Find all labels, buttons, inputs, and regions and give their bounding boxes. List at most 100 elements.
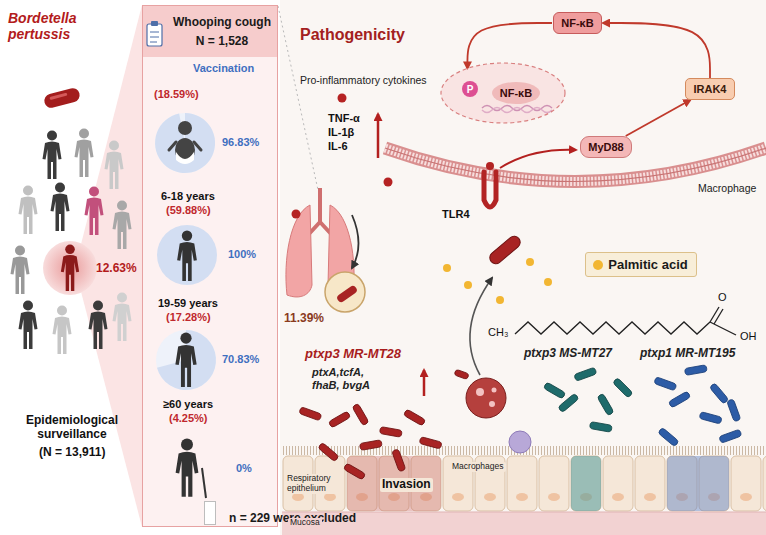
protein-name: MyD88 [588, 141, 623, 153]
epithelium [347, 456, 441, 511]
palmitic-dots [443, 258, 552, 304]
crowd-figures [89, 301, 108, 350]
mt27-bacteria [597, 393, 614, 416]
age-figures [194, 142, 201, 150]
receptor-name: TLR4 [442, 208, 470, 221]
cytokine-dots [338, 94, 347, 103]
percent-label: 70.83% [222, 353, 259, 366]
lungs [286, 188, 365, 312]
mt195-bacteria [727, 399, 741, 422]
vaccination-pie [155, 113, 215, 173]
compound-dot [593, 260, 603, 270]
palmitic-dots [443, 264, 451, 272]
count-label: N = 1,528 [167, 34, 277, 48]
pathway-arrow [467, 23, 552, 68]
percent-label: 100% [228, 248, 256, 261]
lungs [286, 205, 312, 297]
cytokine-name: IL-1β [328, 126, 354, 139]
mt27-bacteria [613, 378, 634, 399]
mt195-bacteria [654, 377, 677, 391]
cytokine-dots [384, 178, 393, 187]
mt27-bacteria [543, 367, 633, 432]
cell-name: Macrophage [698, 182, 756, 194]
crowd-figures [75, 129, 94, 178]
age-label: ≥60 years [163, 398, 213, 411]
palmitic-structure [710, 307, 719, 322]
crowd-figures [43, 131, 62, 180]
clipboard-icon [151, 21, 158, 26]
compound-box: Palmitic acid [585, 252, 697, 277]
crowd-figures [19, 186, 38, 235]
protein-name: IRAK4 [693, 83, 726, 95]
cytokine-dots [292, 210, 301, 219]
epithelium [571, 456, 601, 511]
crowd-figures [43, 241, 97, 295]
age-figures [176, 152, 194, 164]
palmitic-structure [515, 322, 710, 334]
nucleus-outline [441, 63, 565, 123]
vaccination-pie [157, 225, 217, 285]
crowd-figures [19, 301, 38, 350]
lungs [325, 272, 365, 312]
dying-macrophage [466, 378, 531, 453]
mt28-bacteria [403, 409, 426, 426]
cohort-panel-fill [142, 5, 278, 527]
protein-box: MyD88 [580, 136, 632, 158]
cohort-panel: Whooping coughN = 1,528n = 229 were excl… [142, 5, 278, 527]
mt27-bacteria [558, 393, 579, 413]
compound-name: Palmitic acid [608, 257, 687, 272]
mt28-bacteria [328, 411, 351, 428]
dying-macrophage [489, 401, 495, 407]
strain-name: ptxp3 MR-MT28 [305, 347, 401, 362]
vaccination-pie [157, 330, 216, 390]
tissue-name: Respiratory epithelium [285, 474, 341, 494]
palmitic-structure [710, 322, 736, 335]
percent-label: 11.39% [284, 312, 324, 326]
percent-label: 96.83% [222, 136, 259, 149]
protein-name: NF-κB [561, 17, 593, 29]
mt195-bacteria [668, 391, 691, 408]
clipboard-icon [147, 24, 162, 46]
tlr4-receptor [486, 162, 494, 170]
cell-membrane [385, 148, 766, 182]
increase-arrow [423, 370, 426, 396]
crowd-figures [51, 183, 70, 232]
percent-label: (18.59%) [154, 88, 199, 101]
pathway-arrow [603, 23, 710, 78]
cohort-panel-fill [142, 5, 278, 57]
cell-membrane [385, 148, 766, 182]
mt28-bacteria [359, 440, 382, 451]
crowd-figures [53, 306, 72, 355]
palmitic-dots [544, 278, 552, 286]
age-figures [177, 231, 197, 281]
percent-label: (4.25%) [169, 412, 208, 425]
caption-text: Epidemiological surveillance [7, 414, 137, 442]
phospho-mark: P [467, 84, 474, 95]
cytokine-name: TNF-α [328, 112, 360, 125]
mt28-bacteria [454, 369, 469, 379]
dying-macrophage [466, 378, 506, 418]
bacterium-icon [43, 87, 81, 110]
clipboard-icon [150, 37, 159, 38]
age-figures [169, 142, 176, 150]
epithelium [282, 512, 766, 535]
note-text: Pro-inflammatory cytokines [300, 74, 427, 86]
age-figures [176, 439, 199, 497]
protein-box: IRAK4 [685, 78, 735, 100]
clipboard-icon [150, 32, 159, 33]
process-label: Invasion [380, 478, 433, 492]
atom-label: OH [740, 330, 757, 343]
mt195-bacteria [654, 365, 742, 447]
mt28-bacteria [352, 403, 369, 426]
tlr4-receptor [484, 162, 496, 207]
age-figures [202, 468, 206, 498]
cytokine-dots [292, 94, 393, 219]
bacterium [487, 234, 522, 266]
pathway-arrow [626, 100, 691, 136]
cohort-panel-fill [142, 5, 278, 527]
crowd-figures [85, 187, 104, 236]
mt28-bacteria [419, 437, 442, 449]
lungs [308, 188, 332, 235]
dying-macrophage [509, 431, 531, 453]
